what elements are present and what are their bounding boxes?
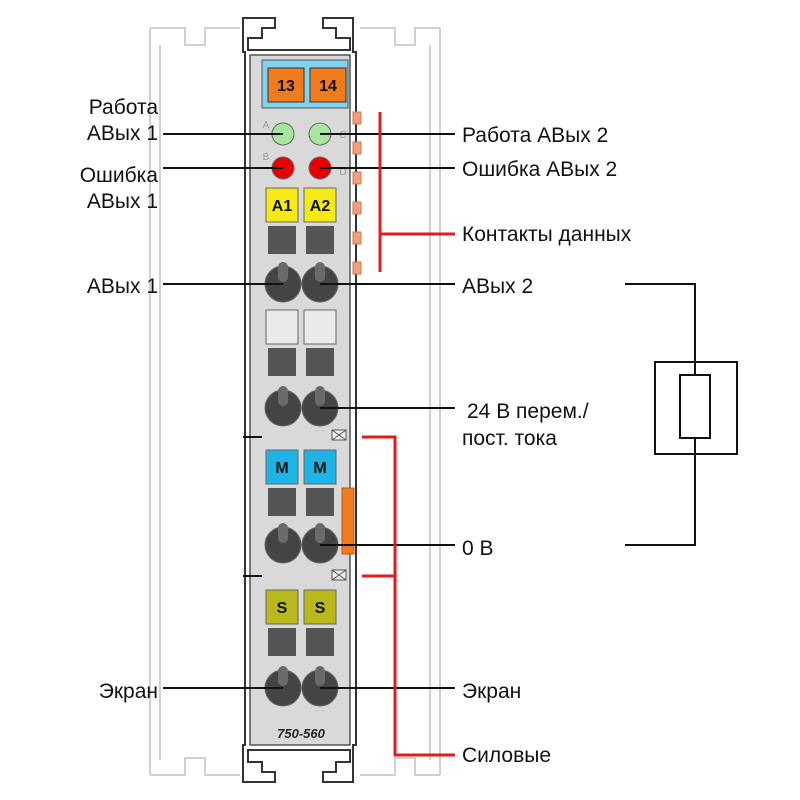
label-data-contacts: Контакты данных [462, 223, 632, 246]
label-supply-line1: 24 В перем./ [467, 400, 589, 423]
led-letter-b: B [263, 152, 270, 163]
label-shield-right: Экран [462, 680, 521, 703]
data-contacts [352, 111, 362, 275]
key-s-left-label: S [277, 600, 288, 617]
led-letter-d: D [339, 167, 346, 178]
key-m-right-label: M [313, 460, 326, 477]
key-a1 [265, 187, 299, 223]
load-circuit [625, 283, 738, 546]
release-tab [306, 348, 334, 376]
key-m-right [303, 449, 337, 485]
label-work-aout2: Работа АВых 2 [462, 124, 608, 147]
key-14 [309, 67, 347, 103]
key-a1-label: A1 [272, 198, 293, 215]
key-a2 [303, 187, 337, 223]
key-13-label: 13 [277, 78, 295, 95]
terminal-0v [264, 523, 339, 564]
key-13 [267, 67, 305, 103]
release-tab [268, 348, 296, 376]
label-aout1: АВых 1 [87, 275, 158, 298]
release-tab [268, 488, 296, 516]
release-tab [268, 226, 296, 254]
release-tab [306, 226, 334, 254]
label-zero-v: 0 В [462, 537, 494, 560]
power-contact [341, 487, 355, 555]
led-letter-a: A [263, 120, 270, 131]
label-power: Силовые [462, 744, 551, 767]
key-a2-label: A2 [310, 198, 331, 215]
din-rail [149, 27, 441, 776]
bracket-data-contacts [378, 112, 455, 272]
key-s-right-label: S [315, 600, 326, 617]
blank-key [265, 309, 299, 345]
label-error-aout2: Ошибка АВых 2 [462, 158, 617, 181]
release-tab [306, 488, 334, 516]
label-aout2: АВых 2 [462, 275, 533, 298]
label-supply-line2: пост. тока [462, 427, 557, 450]
label-error-aout1-line2: АВых 1 [87, 190, 158, 213]
release-tab [306, 628, 334, 656]
release-tab [268, 628, 296, 656]
label-work-aout1-line1: Работа [89, 96, 159, 119]
key-14-label: 14 [319, 78, 337, 95]
label-error-aout1-line1: Ошибка [80, 164, 159, 187]
leader-lines [163, 133, 455, 689]
power-jumper-marker [331, 429, 347, 581]
key-m-left-label: M [275, 460, 288, 477]
blank-key [303, 309, 337, 345]
key-s-right [303, 589, 337, 625]
key-m-left [265, 449, 299, 485]
label-shield-left: Экран [99, 680, 158, 703]
bracket-power [362, 435, 455, 757]
led-letter-c: C [339, 130, 346, 141]
model-number: 750-560 [277, 726, 325, 741]
key-s-left [265, 589, 299, 625]
label-work-aout1-line2: АВых 1 [87, 122, 158, 145]
